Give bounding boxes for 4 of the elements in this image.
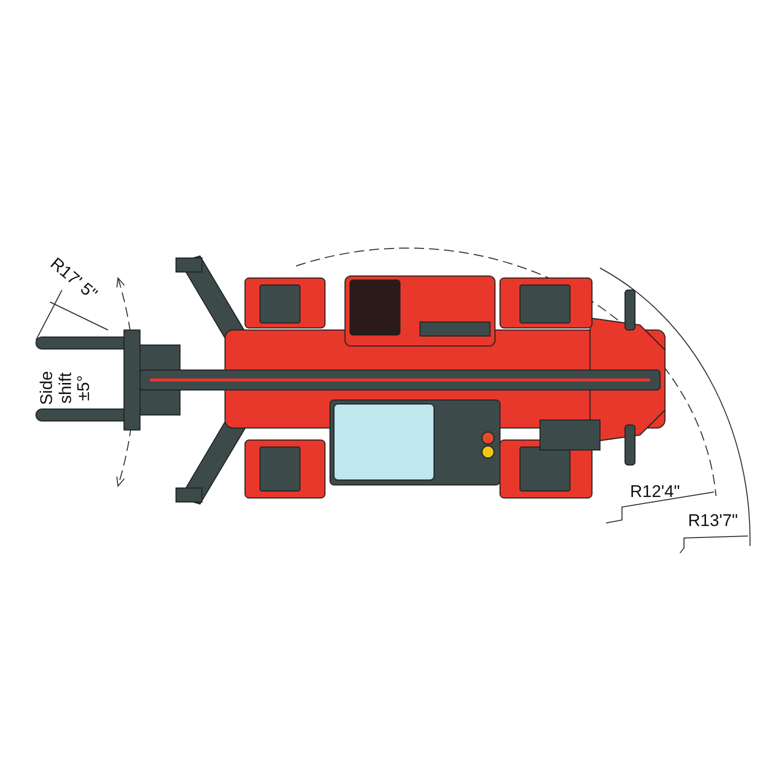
side-shift-label: Side shift ±5° [38, 370, 94, 408]
radius-label: R12'4" [630, 483, 680, 502]
radius-label: R13'7" [688, 512, 738, 531]
radius-label: R17' 5" [46, 254, 100, 304]
